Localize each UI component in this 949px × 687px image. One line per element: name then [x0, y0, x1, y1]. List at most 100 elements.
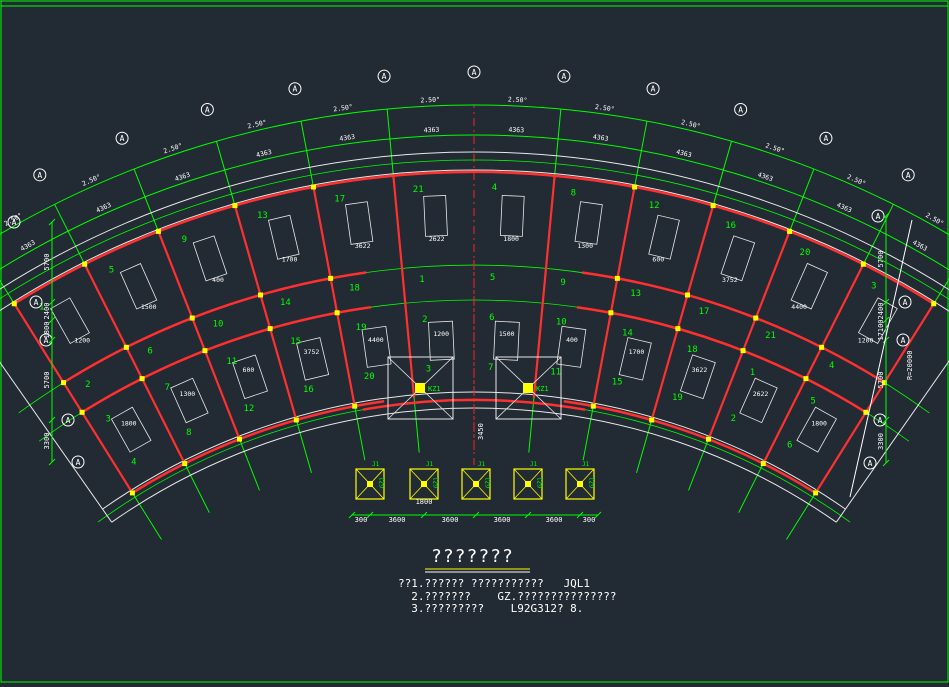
inner-dim-text: 1700 [282, 256, 298, 264]
room-outline [556, 325, 587, 368]
core-column-tag: KZ1 [536, 385, 549, 393]
axis-bubble-label: A [738, 105, 743, 114]
left-dim-tick [48, 298, 56, 306]
member-label: 10 [556, 318, 567, 328]
inner-dim-text: 1800 [121, 419, 137, 427]
member-label: 8 [571, 189, 576, 199]
angle-label: 2.50° [333, 103, 354, 114]
member-label: 7 [488, 363, 493, 373]
radial-beam [532, 175, 556, 398]
right-dim-tick [882, 298, 890, 306]
dimension-arc [0, 104, 949, 236]
axis-bubble [288, 82, 302, 96]
chord-label: 4363 [835, 201, 853, 215]
core-column [415, 383, 425, 393]
member-label: 6 [489, 313, 494, 323]
footing-column-tag: GZ1 [589, 477, 596, 488]
footing-size-text: 1800 [416, 498, 433, 506]
angle-label: 2.50° [924, 211, 945, 228]
column-marker [232, 203, 238, 209]
left-dim-text: 3300 [43, 433, 51, 450]
drawing-title: ??????? [431, 546, 514, 567]
footing-dim-tick [576, 511, 584, 519]
isolated-footing [461, 468, 491, 500]
inner-dim-text: 1700 [629, 348, 645, 356]
column-marker [155, 228, 161, 234]
axis-bubble-label: A [66, 416, 71, 425]
axis-bubble-label: A [37, 171, 42, 180]
column-marker [189, 315, 195, 321]
footing-label: J1 [372, 461, 380, 468]
member-label: 17 [334, 195, 345, 205]
footing-column [421, 481, 427, 487]
room-outline [679, 354, 716, 400]
column-marker [590, 403, 596, 409]
room-outline [345, 201, 374, 245]
inner-dim-text: 400 [566, 336, 578, 344]
ring-beam-left [131, 400, 385, 494]
angle-label: 2.50° [595, 103, 616, 114]
inner-wall-arc [0, 169, 949, 312]
inner-dim-text: 1500 [499, 330, 515, 338]
member-label: 3 [106, 414, 111, 424]
column-marker [881, 380, 887, 386]
room-outline [170, 377, 209, 424]
column-marker [129, 490, 135, 496]
room-outline [648, 214, 680, 260]
column-marker [675, 326, 681, 332]
inner-dim-text: 4400 [791, 303, 807, 311]
column-marker [82, 261, 88, 267]
column-marker [293, 417, 299, 423]
axis-bubble [115, 131, 129, 145]
member-label: 8 [186, 428, 191, 438]
right-dim-text: 17100 [877, 319, 885, 340]
chord-label: 4363 [592, 133, 609, 143]
room-outline [423, 194, 448, 237]
ring-beam-right [576, 305, 867, 414]
core-column-tag: KZ1 [428, 385, 441, 393]
axis-bubble [863, 456, 877, 470]
ring-axis-line [0, 159, 949, 300]
left-dim-tick [48, 458, 56, 466]
axis-bubble-label: A [824, 134, 829, 143]
axis-bubble-label: A [293, 85, 298, 94]
ring-beam-right [594, 179, 935, 305]
member-label: 16 [303, 385, 314, 395]
radial-beam [157, 231, 241, 440]
member-label: 3 [426, 365, 431, 375]
footing-dim-text: 3600 [442, 516, 459, 524]
room-outline [574, 201, 603, 245]
room-outlines [50, 194, 898, 453]
member-label: 21 [765, 331, 776, 341]
column-marker [863, 409, 869, 415]
room-outline [720, 235, 756, 282]
axis-bubble [646, 82, 660, 96]
ring-beam-front [362, 398, 586, 411]
column-marker [258, 292, 264, 298]
ring-beam-right [581, 271, 886, 384]
member-label: 18 [687, 345, 698, 355]
member-label: 18 [349, 283, 360, 293]
column-marker [139, 376, 145, 382]
axis-bubble-label: A [44, 336, 49, 345]
inner-dim-text: 600 [243, 366, 255, 374]
member-label: 5 [810, 396, 815, 406]
column-marker [760, 461, 766, 467]
radial-beam [392, 175, 416, 398]
column-marker [123, 344, 129, 350]
footing-column-tag: GZ1 [485, 477, 492, 488]
room-outline [790, 262, 828, 310]
member-label: 1 [750, 368, 755, 378]
angle-label: 2.50° [81, 173, 102, 188]
axis-bubble [33, 168, 47, 182]
member-label: 4 [492, 183, 497, 193]
column-marker [334, 310, 340, 316]
axis-bubble-label: A [120, 134, 125, 143]
column-marker [753, 315, 759, 321]
axis-bubble-label: A [34, 298, 39, 307]
axis-bubble [200, 102, 214, 116]
room-outline [361, 325, 392, 368]
